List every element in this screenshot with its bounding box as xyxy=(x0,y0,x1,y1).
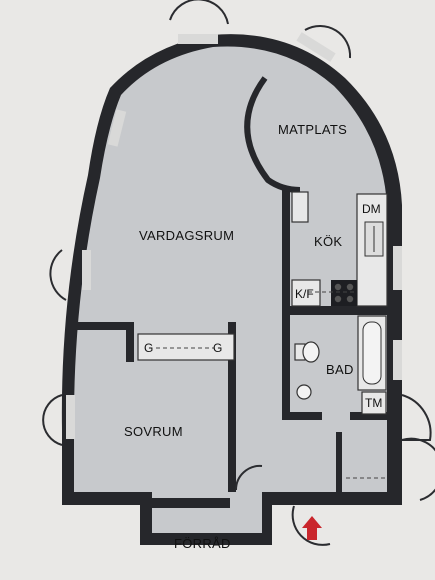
door-swings xyxy=(42,0,435,546)
label-g-left: G xyxy=(144,341,153,355)
floor-main xyxy=(73,46,387,533)
label-tm: TM xyxy=(365,396,382,410)
label-sovrum: SOVRUM xyxy=(124,424,183,439)
label-dm: DM xyxy=(362,202,381,216)
dining-partition xyxy=(244,76,301,193)
label-vardagsrum: VARDAGSRUM xyxy=(139,228,234,243)
kitchen-counter xyxy=(291,191,388,307)
label-g-right: G xyxy=(213,341,222,355)
label-forrad: FÖRRÅD xyxy=(174,536,231,551)
internal-walls xyxy=(74,188,387,508)
label-kf: K/F xyxy=(295,287,314,301)
windows xyxy=(66,32,402,439)
bathroom-fixtures xyxy=(294,315,387,415)
wardrobes xyxy=(137,333,235,361)
label-bad: BAD xyxy=(326,362,354,377)
label-kok: KÖK xyxy=(314,234,342,249)
label-matplats: MATPLATS xyxy=(278,122,347,137)
entrance-arrow-icon xyxy=(302,516,322,540)
